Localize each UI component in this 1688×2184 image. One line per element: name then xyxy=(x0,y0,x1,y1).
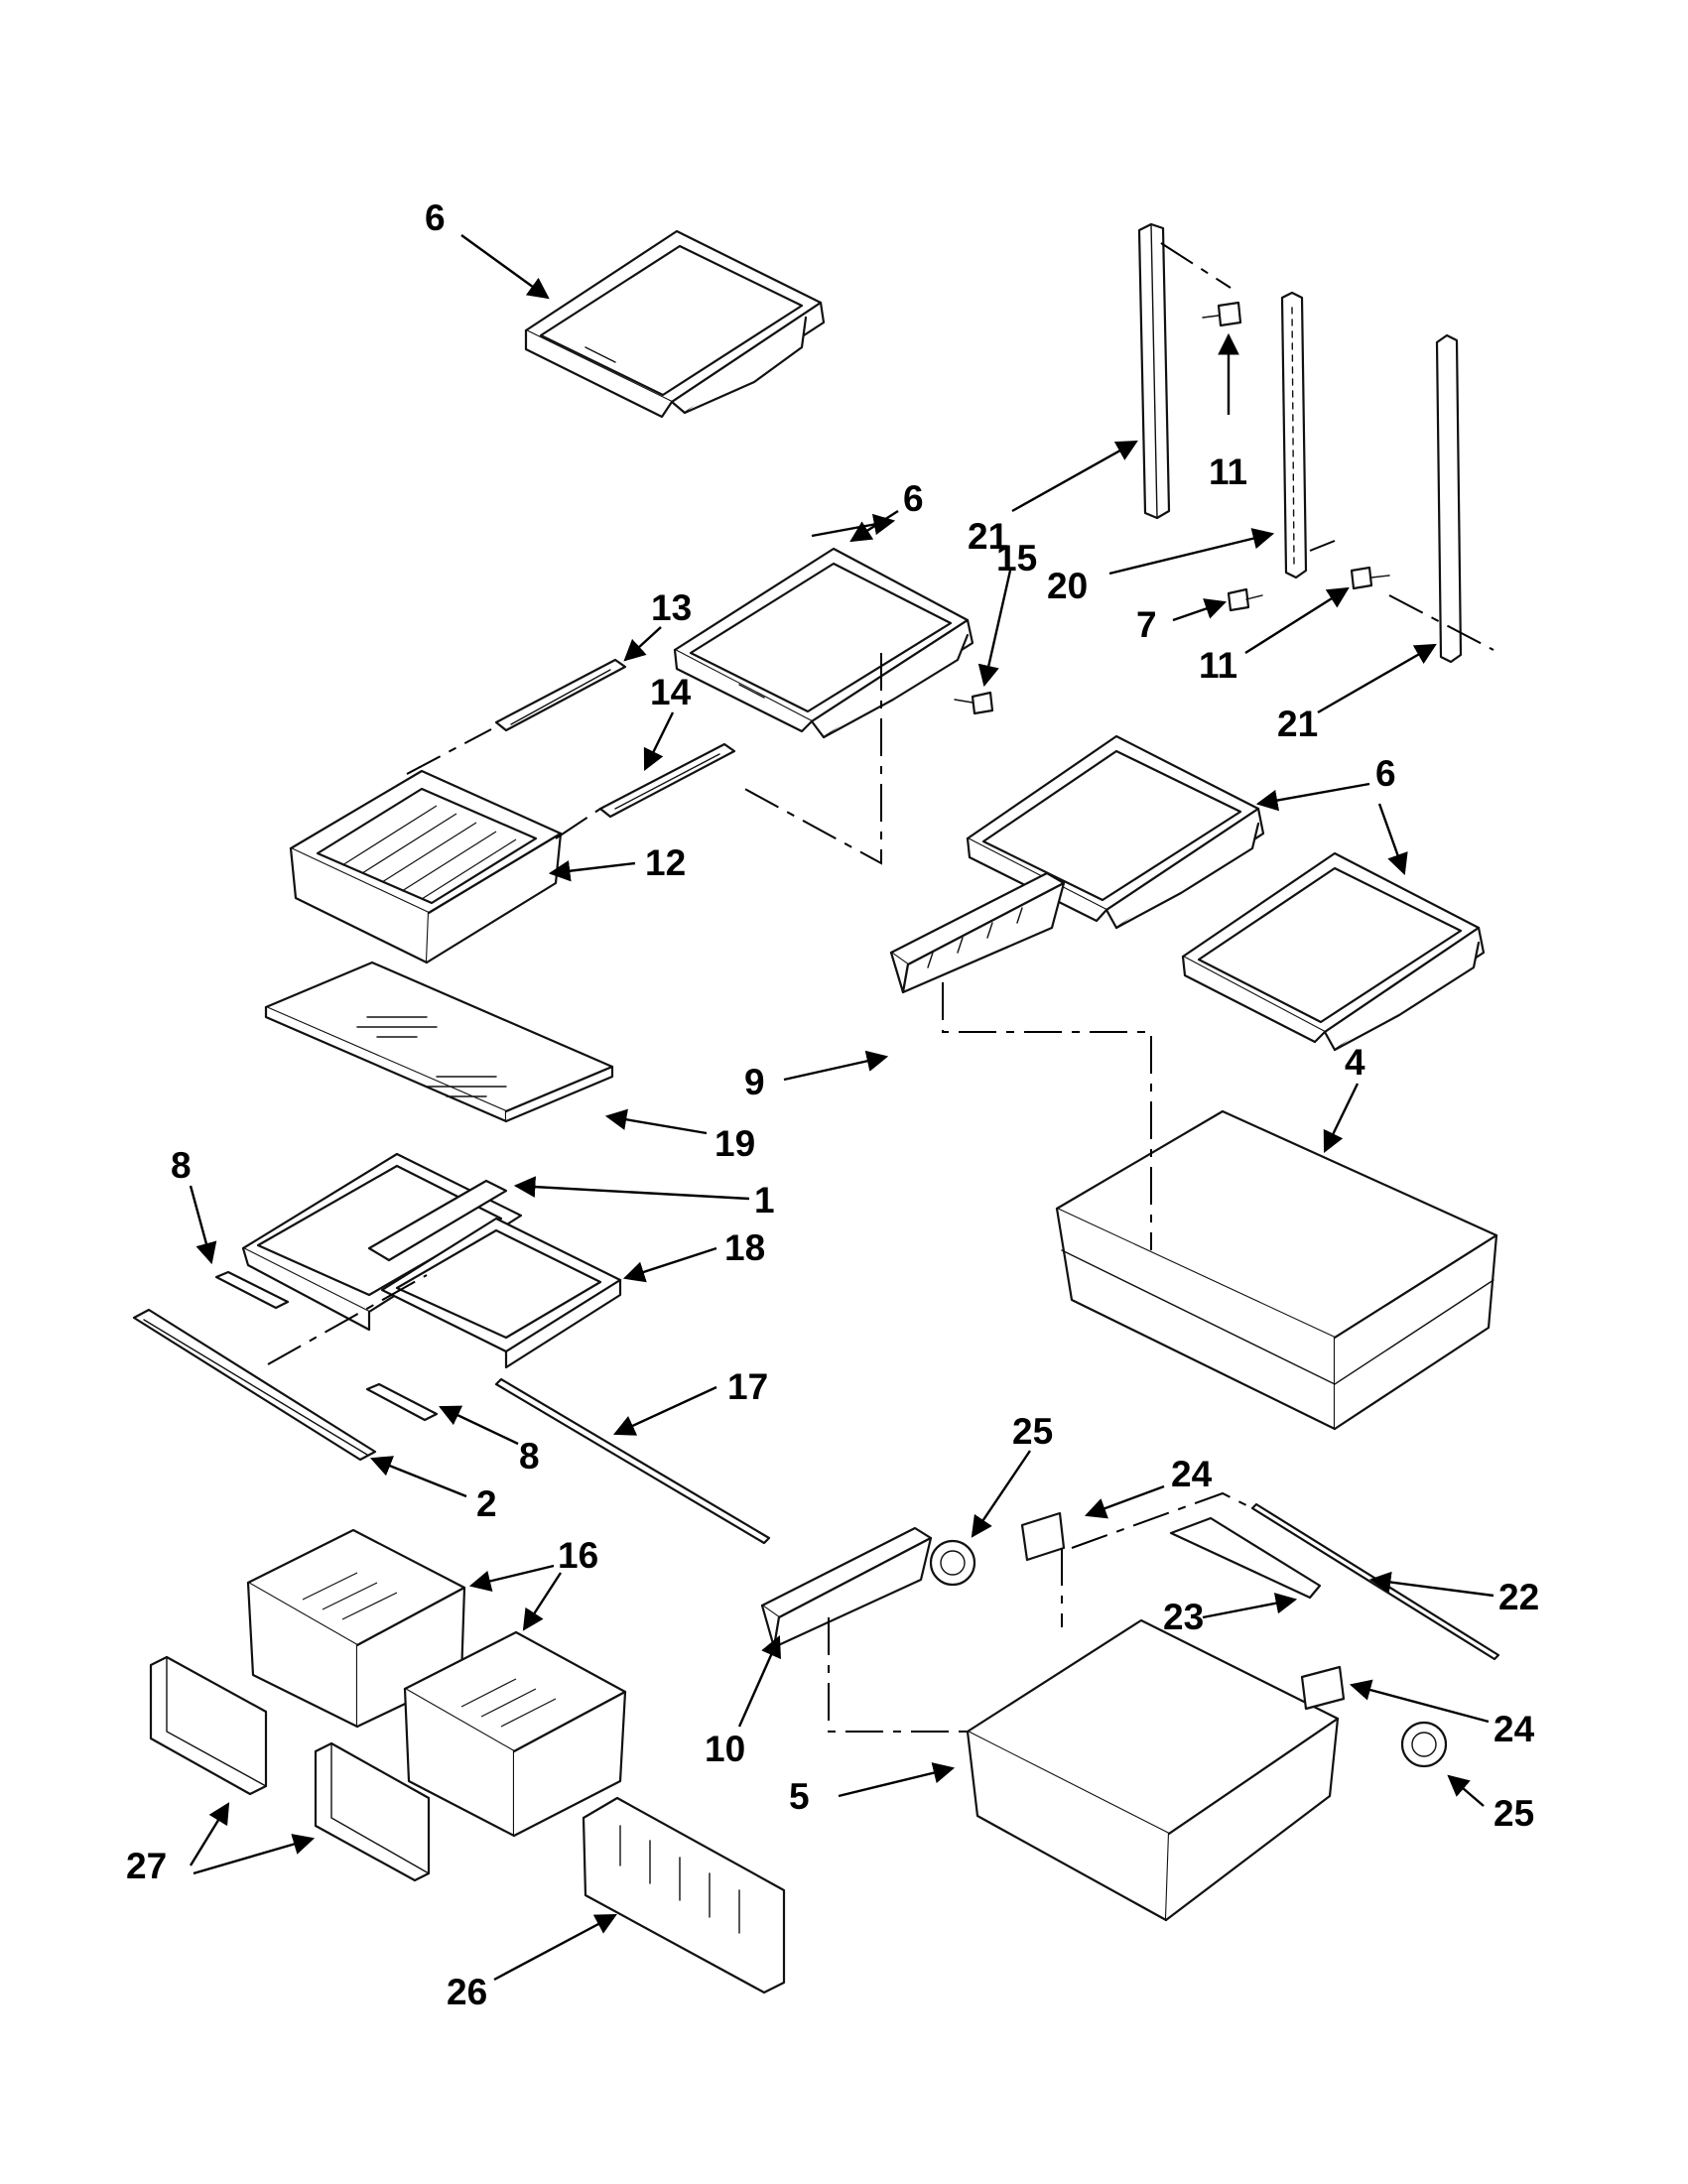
callout-22: 22 xyxy=(1498,1577,1539,1617)
callout-12: 12 xyxy=(645,842,686,883)
crisper-16-left xyxy=(246,1528,466,1729)
callout-26: 26 xyxy=(447,1972,487,2012)
callout-16: 16 xyxy=(558,1535,598,1576)
divider-10 xyxy=(760,1526,933,1649)
leader-lines xyxy=(189,234,1494,1982)
slide-14 xyxy=(598,742,736,819)
callout-20: 20 xyxy=(1047,566,1088,606)
gear-25-bottom xyxy=(1400,1721,1448,1768)
handle-27-right xyxy=(314,1741,431,1882)
callout-25-bottom: 25 xyxy=(1493,1793,1534,1834)
callout-10: 10 xyxy=(705,1729,745,1769)
bracket-24-top xyxy=(1020,1511,1066,1562)
divider-26 xyxy=(582,1796,786,1994)
callout-1: 1 xyxy=(754,1180,775,1220)
shelf-middle xyxy=(673,547,974,739)
screw-11-bottom xyxy=(1350,566,1390,590)
callout-13: 13 xyxy=(651,587,692,628)
wire-basket-5 xyxy=(966,1618,1340,1922)
rail-23 xyxy=(1169,1516,1322,1600)
rail-center xyxy=(1280,291,1308,579)
callout-11-top: 11 xyxy=(1209,451,1247,492)
shelf-right-lower xyxy=(1181,851,1486,1052)
callout-6-top: 6 xyxy=(425,197,446,238)
callout-14: 14 xyxy=(650,672,692,712)
callout-27: 27 xyxy=(126,1846,167,1886)
callout-24-top: 24 xyxy=(1171,1454,1213,1494)
crisper-16-right xyxy=(403,1630,627,1838)
callout-4: 4 xyxy=(1345,1042,1365,1083)
callout-21-right: 21 xyxy=(1277,704,1318,744)
callout-23: 23 xyxy=(1163,1597,1204,1637)
callout-25-top: 25 xyxy=(1012,1411,1053,1452)
callout-17: 17 xyxy=(727,1366,768,1407)
callout-21-left: 21 xyxy=(968,516,1008,557)
assembly-lines xyxy=(267,242,1494,1733)
divider-9 xyxy=(889,871,1066,994)
callout-6-middle: 6 xyxy=(903,478,924,519)
callout-5: 5 xyxy=(789,1776,810,1817)
wire-basket-4 xyxy=(1055,1109,1498,1431)
callout-labels: 6 21 11 6 15 20 7 11 21 13 14 12 6 9 4 1… xyxy=(126,197,1539,2012)
gear-25-top xyxy=(929,1539,976,1587)
bracket-24-bottom xyxy=(1300,1665,1346,1711)
screw-11-top xyxy=(1202,301,1242,327)
rail-right xyxy=(1435,333,1463,664)
callout-11-bottom: 11 xyxy=(1199,645,1237,686)
clip-8-left xyxy=(214,1270,290,1310)
glass-shelf-19 xyxy=(264,961,614,1123)
callout-24-bottom: 24 xyxy=(1493,1709,1535,1749)
screw-15 xyxy=(954,691,994,715)
frame-18 xyxy=(241,1152,622,1369)
callout-8-right: 8 xyxy=(519,1436,540,1477)
callout-9: 9 xyxy=(744,1062,765,1102)
clip-8-right xyxy=(365,1382,439,1422)
rail-left xyxy=(1137,222,1171,520)
callout-6-right: 6 xyxy=(1375,753,1396,794)
shelf-top xyxy=(524,229,826,419)
callout-2: 2 xyxy=(476,1483,497,1524)
trim-2 xyxy=(132,1308,377,1462)
callout-19: 19 xyxy=(714,1123,755,1164)
screw-7 xyxy=(1227,587,1263,612)
callout-18: 18 xyxy=(724,1227,765,1268)
rod-17 xyxy=(494,1377,771,1545)
callout-8-left: 8 xyxy=(171,1145,192,1186)
pan-12 xyxy=(289,769,563,964)
callout-7: 7 xyxy=(1136,604,1157,645)
handle-27-left xyxy=(149,1655,268,1796)
shelf-right-upper xyxy=(966,734,1265,930)
callout-15: 15 xyxy=(996,538,1037,578)
slide-13 xyxy=(494,658,627,732)
